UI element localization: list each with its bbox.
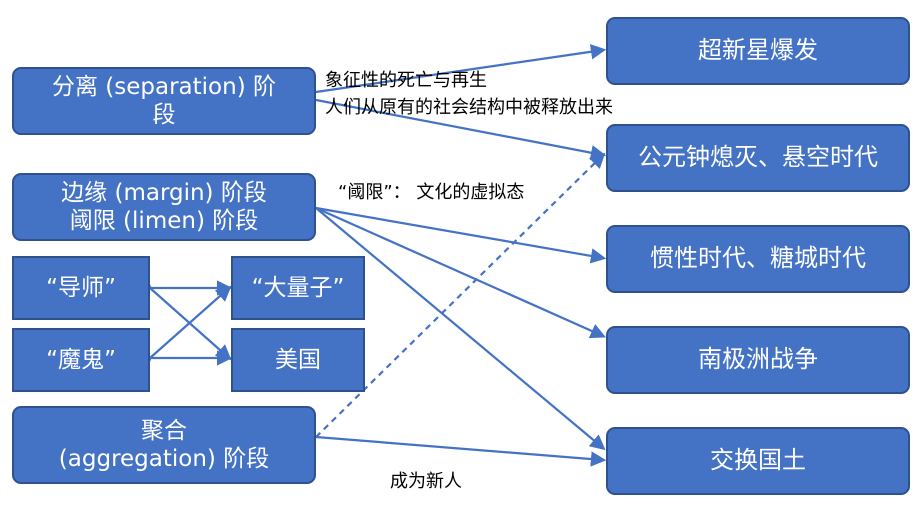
margin-stage-box: 边缘 (margin) 阶段 阈限 (limen) 阶段 xyxy=(12,173,316,241)
antarctic-war-box: 南极洲战争 xyxy=(606,326,910,394)
separation-stage-box: 分离 (separation) 阶 段 xyxy=(12,67,316,135)
exchange-land-label: 交换国土 xyxy=(710,446,806,475)
margin-stage-line1: 边缘 (margin) 阶段 xyxy=(61,179,267,206)
usa-label: 美国 xyxy=(275,346,321,373)
mentor-box: “导师” xyxy=(12,256,150,320)
separation-stage-line1: 分离 (separation) 阶 xyxy=(51,73,276,100)
usa-box: 美国 xyxy=(231,328,365,392)
symbolic-death-annotation-line2: 人们从原有的社会结构中被释放出来 xyxy=(325,97,613,118)
margin-stage-line2: 阈限 (limen) 阶段 xyxy=(69,208,259,234)
aggregation-stage-box: 聚合 (aggregation) 阶段 xyxy=(12,406,316,484)
liminal-annotation: “阈限”： 文化的虚拟态 xyxy=(338,182,525,203)
mentor-label: “导师” xyxy=(46,274,116,301)
arrow-separation-to-supernova xyxy=(315,44,607,94)
era-extinction-label: 公元钟熄灭、悬空时代 xyxy=(638,143,878,172)
symbolic-death-annotation-line1: 象征性的死亡与再生 xyxy=(325,70,487,91)
separation-stage-line2: 段 xyxy=(152,102,176,128)
arrow-aggregation-to-exchange-land xyxy=(315,435,607,467)
supernova-box: 超新星爆发 xyxy=(606,17,910,85)
antarctic-war-label: 南极洲战争 xyxy=(698,345,818,374)
big-quantum-box: “大量子” xyxy=(231,256,365,320)
arrow-margin-to-antarctic-war xyxy=(315,206,607,339)
arrow-margin-to-exchange-land xyxy=(315,207,606,451)
arrow-separation-to-era-extinction xyxy=(315,98,607,161)
become-new-annotation: 成为新人 xyxy=(390,471,462,492)
exchange-land-box: 交换国土 xyxy=(606,427,910,495)
aggregation-stage-line1: 聚合 xyxy=(141,417,187,444)
arrow-devil-to-big-quantum xyxy=(135,285,232,372)
devil-box: “魔鬼” xyxy=(12,328,150,392)
devil-label: “魔鬼” xyxy=(46,346,116,373)
inertia-era-box: 惯性时代、糖城时代 xyxy=(606,225,910,293)
arrow-margin-to-inertia-era xyxy=(315,206,607,264)
era-extinction-box: 公元钟熄灭、悬空时代 xyxy=(606,124,910,192)
big-quantum-label: “大量子” xyxy=(251,274,345,301)
aggregation-stage-line2: (aggregation) 阶段 xyxy=(58,446,270,472)
inertia-era-label: 惯性时代、糖城时代 xyxy=(650,244,866,273)
supernova-label: 超新星爆发 xyxy=(698,36,818,65)
